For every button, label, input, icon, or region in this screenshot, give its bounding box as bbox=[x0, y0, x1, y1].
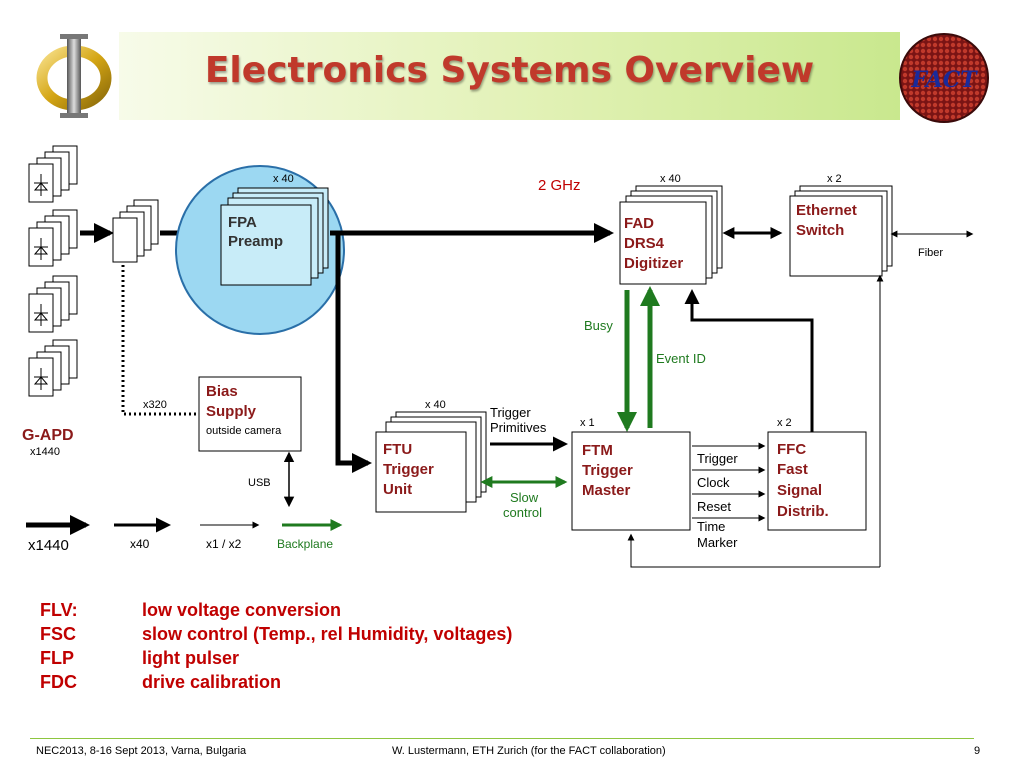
slow-line2: control bbox=[503, 505, 542, 520]
abbr-term: FLP bbox=[40, 648, 74, 668]
abbreviation-item: FSC slow control (Temp., rel Humidity, vo… bbox=[40, 622, 512, 646]
legend-backplane: Backplane bbox=[277, 537, 333, 551]
ftm-line3: Master bbox=[582, 482, 631, 499]
fpa-multiplier: x 40 bbox=[273, 173, 294, 185]
abbr-definition: low voltage conversion bbox=[142, 600, 342, 620]
abbr-definition: drive calibration bbox=[142, 672, 282, 692]
fact-logo-text: FACT bbox=[910, 67, 978, 93]
sig-clock: Clock bbox=[697, 475, 730, 490]
footer-author: W. Lustermann, ETH Zurich (for the FACT … bbox=[392, 745, 666, 757]
tp-line1: Trigger bbox=[490, 405, 531, 420]
ffc-line2: Fast bbox=[777, 461, 808, 478]
abbr-definition: light pulser bbox=[142, 648, 240, 668]
legend-x1440: x1440 bbox=[28, 537, 69, 554]
diode-icon bbox=[33, 238, 49, 260]
bias-supply-block: Bias Supply outside camera bbox=[198, 376, 302, 452]
ftu-multiplier: x 40 bbox=[425, 399, 446, 411]
gapd-stack-3 bbox=[28, 275, 78, 333]
ftu-line3: Unit bbox=[383, 481, 412, 498]
gapd-count: x1440 bbox=[30, 446, 60, 458]
sig-time1: Time bbox=[697, 519, 725, 534]
fad-line2: DRS4 bbox=[624, 235, 665, 252]
gapd-stack-1 bbox=[28, 145, 78, 203]
ftu-line2: Trigger bbox=[383, 461, 434, 478]
abbreviation-list: FLV: low voltage conversion FSC slow contr… bbox=[40, 598, 512, 694]
ffc-signal-distrib-block: FFC Fast Signal Distrib. bbox=[767, 431, 867, 531]
legend-x1x2: x1 / x2 bbox=[206, 537, 242, 551]
abbreviation-item: FLP light pulser bbox=[40, 646, 512, 670]
ffc-line4: Distrib. bbox=[777, 503, 829, 520]
fad-digitizer-block: FAD DRS4 Digitizer bbox=[619, 185, 723, 285]
ftu-line1: FTU bbox=[383, 441, 412, 458]
sig-time2: Marker bbox=[697, 535, 738, 550]
electronics-diagram: G-APD x1440 x320 FPA Preamp x 40 2 GHz F… bbox=[22, 145, 974, 568]
fact-logo: FACT bbox=[899, 33, 989, 123]
bias-line3: outside camera bbox=[206, 425, 282, 437]
loop-to-ftm-arrow bbox=[627, 533, 880, 568]
gapd-stack-2 bbox=[28, 209, 78, 267]
fpa-line1: FPA bbox=[228, 214, 257, 231]
diode-icon bbox=[33, 304, 49, 326]
phi-logo bbox=[36, 34, 112, 118]
fpa-to-ftu-arrow bbox=[335, 233, 372, 473]
ffc-multiplier: x 2 bbox=[777, 417, 792, 429]
ethernet-switch-block: Ethernet Switch bbox=[789, 185, 893, 277]
footer-page-number: 9 bbox=[974, 745, 981, 757]
abbr-definition: slow control (Temp., rel Humidity, volta… bbox=[142, 624, 513, 644]
abbr-term: FLV: bbox=[40, 600, 78, 620]
page-title: Electronics Systems Overview bbox=[204, 50, 815, 91]
ffc-line1: FFC bbox=[777, 441, 806, 458]
x320-label: x320 bbox=[143, 399, 167, 411]
ftu-trigger-unit-block: FTU Trigger Unit bbox=[375, 411, 487, 513]
ftm-trigger-master-block: FTM Trigger Master bbox=[571, 431, 691, 531]
freq-label: 2 GHz bbox=[538, 177, 581, 194]
gapd-stack-4 bbox=[28, 339, 78, 397]
eth-line1: Ethernet bbox=[796, 202, 857, 219]
abbr-term: FSC bbox=[40, 624, 76, 644]
fiber-label: Fiber bbox=[918, 247, 943, 259]
usb-label: USB bbox=[248, 477, 271, 489]
ffc-line3: Signal bbox=[777, 482, 822, 499]
fad-multiplier: x 40 bbox=[660, 173, 681, 185]
gapd-label: G-APD bbox=[22, 427, 74, 444]
diode-icon bbox=[33, 368, 49, 390]
eth-line2: Switch bbox=[796, 222, 844, 239]
ftm-line2: Trigger bbox=[582, 462, 633, 479]
abbreviation-item: FDC drive calibration bbox=[40, 670, 512, 694]
busy-label: Busy bbox=[584, 318, 613, 333]
fpa-preamp-block: FPA Preamp bbox=[220, 187, 329, 286]
ftm-multiplier: x 1 bbox=[580, 417, 595, 429]
ftm-line1: FTM bbox=[582, 442, 613, 459]
abbr-term: FDC bbox=[40, 672, 77, 692]
eth-multiplier: x 2 bbox=[827, 173, 842, 185]
diode-icon bbox=[33, 174, 49, 196]
eventid-label: Event ID bbox=[656, 351, 706, 366]
footer-conference: NEC2013, 8-16 Sept 2013, Varna, Bulgaria bbox=[36, 745, 247, 757]
bias-line1: Bias bbox=[206, 383, 238, 400]
abbreviation-item: FLV: low voltage conversion bbox=[40, 598, 512, 622]
line-legend: x1440 x40 x1 / x2 Backplane bbox=[26, 515, 343, 554]
fpa-line2: Preamp bbox=[228, 233, 283, 250]
sig-reset: Reset bbox=[697, 499, 731, 514]
fad-line1: FAD bbox=[624, 215, 654, 232]
slow-line1: Slow bbox=[510, 490, 539, 505]
footer-divider bbox=[30, 738, 974, 739]
tp-line2: Primitives bbox=[490, 420, 547, 435]
connector-stack bbox=[112, 199, 159, 263]
fad-line3: Digitizer bbox=[624, 255, 683, 272]
sig-trigger: Trigger bbox=[697, 451, 738, 466]
legend-x40: x40 bbox=[130, 537, 150, 551]
ffc-to-fad-arrow bbox=[684, 289, 814, 432]
title-banner: Electronics Systems Overview bbox=[119, 32, 900, 120]
bias-line2: Supply bbox=[206, 403, 257, 420]
